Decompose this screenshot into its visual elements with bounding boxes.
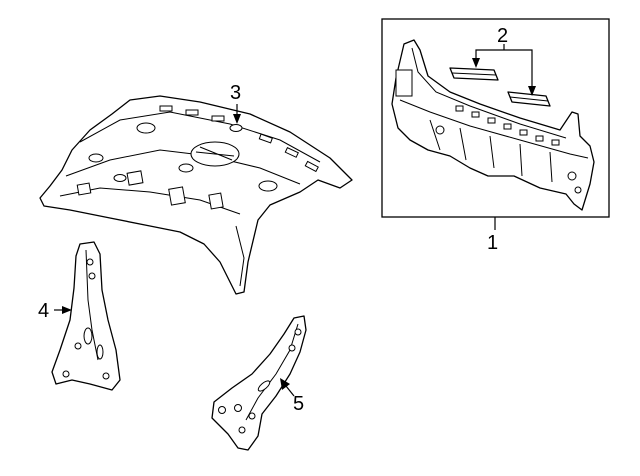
reinforcement-bracket-right-icon: [507, 91, 551, 107]
callout-2: 2: [497, 25, 509, 47]
leader-arrow-4: [62, 306, 72, 314]
side-support-brace-left-icon: [51, 241, 121, 391]
callout-4: 4: [38, 300, 50, 322]
side-support-brace-right-icon: [211, 315, 307, 451]
leader-arrow-5: [280, 378, 290, 390]
leader-lines-2: [472, 44, 536, 96]
reinforcement-bracket-left-icon: [449, 67, 499, 81]
package-tray-icon: [39, 95, 353, 295]
callout-1: 1: [487, 232, 499, 254]
callout-5: 5: [293, 393, 305, 415]
callout-3: 3: [230, 82, 242, 104]
rear-body-panel-icon: [391, 39, 595, 211]
leader-line-5: [285, 385, 295, 397]
leader-arrow-3: [233, 114, 241, 124]
